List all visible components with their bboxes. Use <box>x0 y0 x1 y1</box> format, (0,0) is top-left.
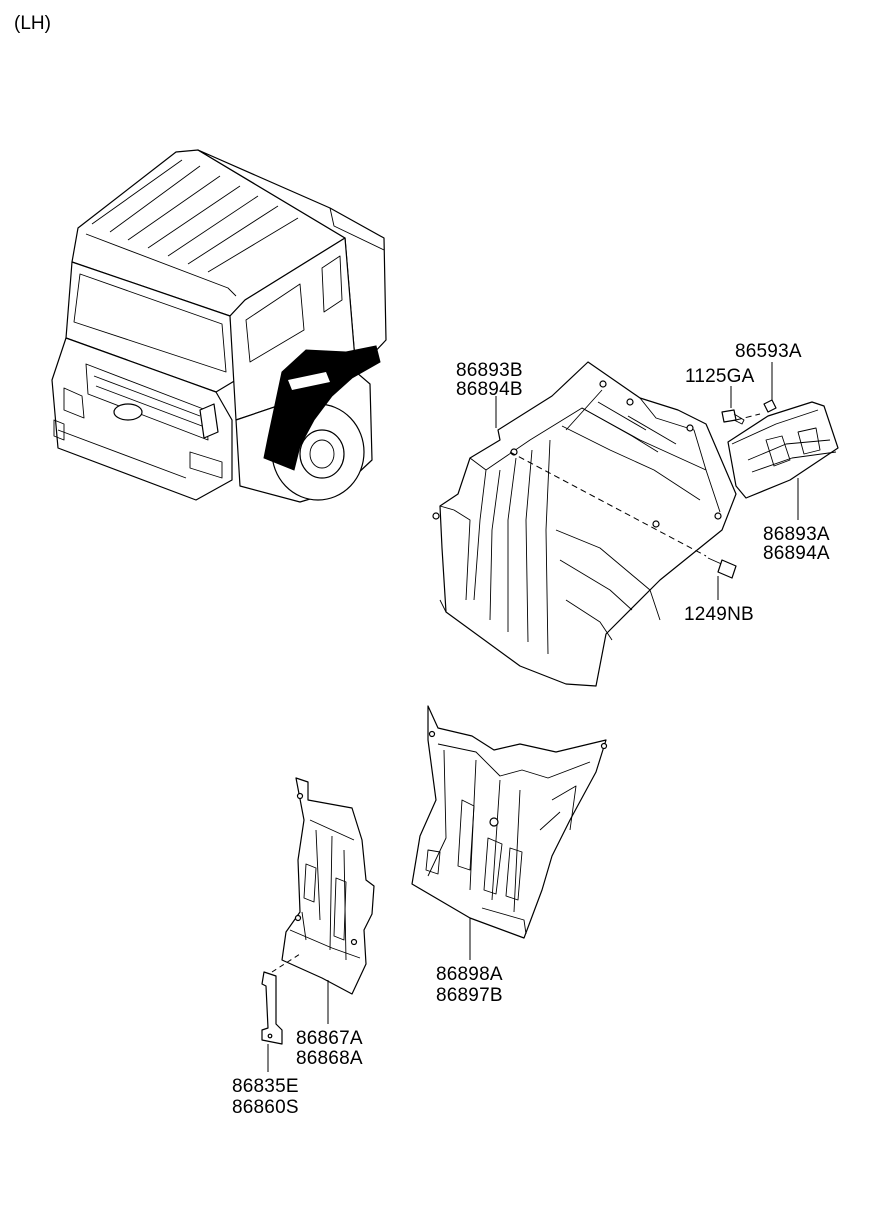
label-plate-lower-1: 86867A <box>296 1028 363 1049</box>
label-bracket-small-1: 86835E <box>232 1076 299 1097</box>
label-bracket-small-2: 86860S <box>232 1097 299 1118</box>
bracket-upper <box>727 401 839 499</box>
label-clip: 86593A <box>735 341 802 362</box>
label-inner-panel-lower-2: 86897B <box>436 985 503 1006</box>
inner-panel-upper <box>432 361 737 687</box>
label-bolt: 1249NB <box>684 604 754 625</box>
label-bracket-upper-2: 86894A <box>763 543 830 564</box>
leader-lines <box>267 362 799 1072</box>
screw-1125ga <box>721 409 745 425</box>
highlighted-wheel-guard <box>263 345 381 471</box>
bracket-small <box>261 971 283 1045</box>
bolt-1249nb <box>707 557 737 579</box>
truck-cab-illustration <box>51 149 387 503</box>
label-inner-panel-lower-1: 86898A <box>436 964 503 985</box>
label-inner-panel-upper-2: 86894B <box>456 379 523 400</box>
label-plate-lower-2: 86868A <box>296 1048 363 1069</box>
inner-panel-lower <box>411 705 608 939</box>
diagram-title: (LH) <box>14 13 51 34</box>
assembly-dashed-lines <box>271 413 761 973</box>
label-inner-panel-upper-1: 86893B <box>456 360 523 381</box>
label-bracket-upper-1: 86893A <box>763 524 830 545</box>
label-screw: 1125GA <box>685 366 755 387</box>
clip-86593a <box>763 399 777 413</box>
plate-lower <box>281 777 375 995</box>
